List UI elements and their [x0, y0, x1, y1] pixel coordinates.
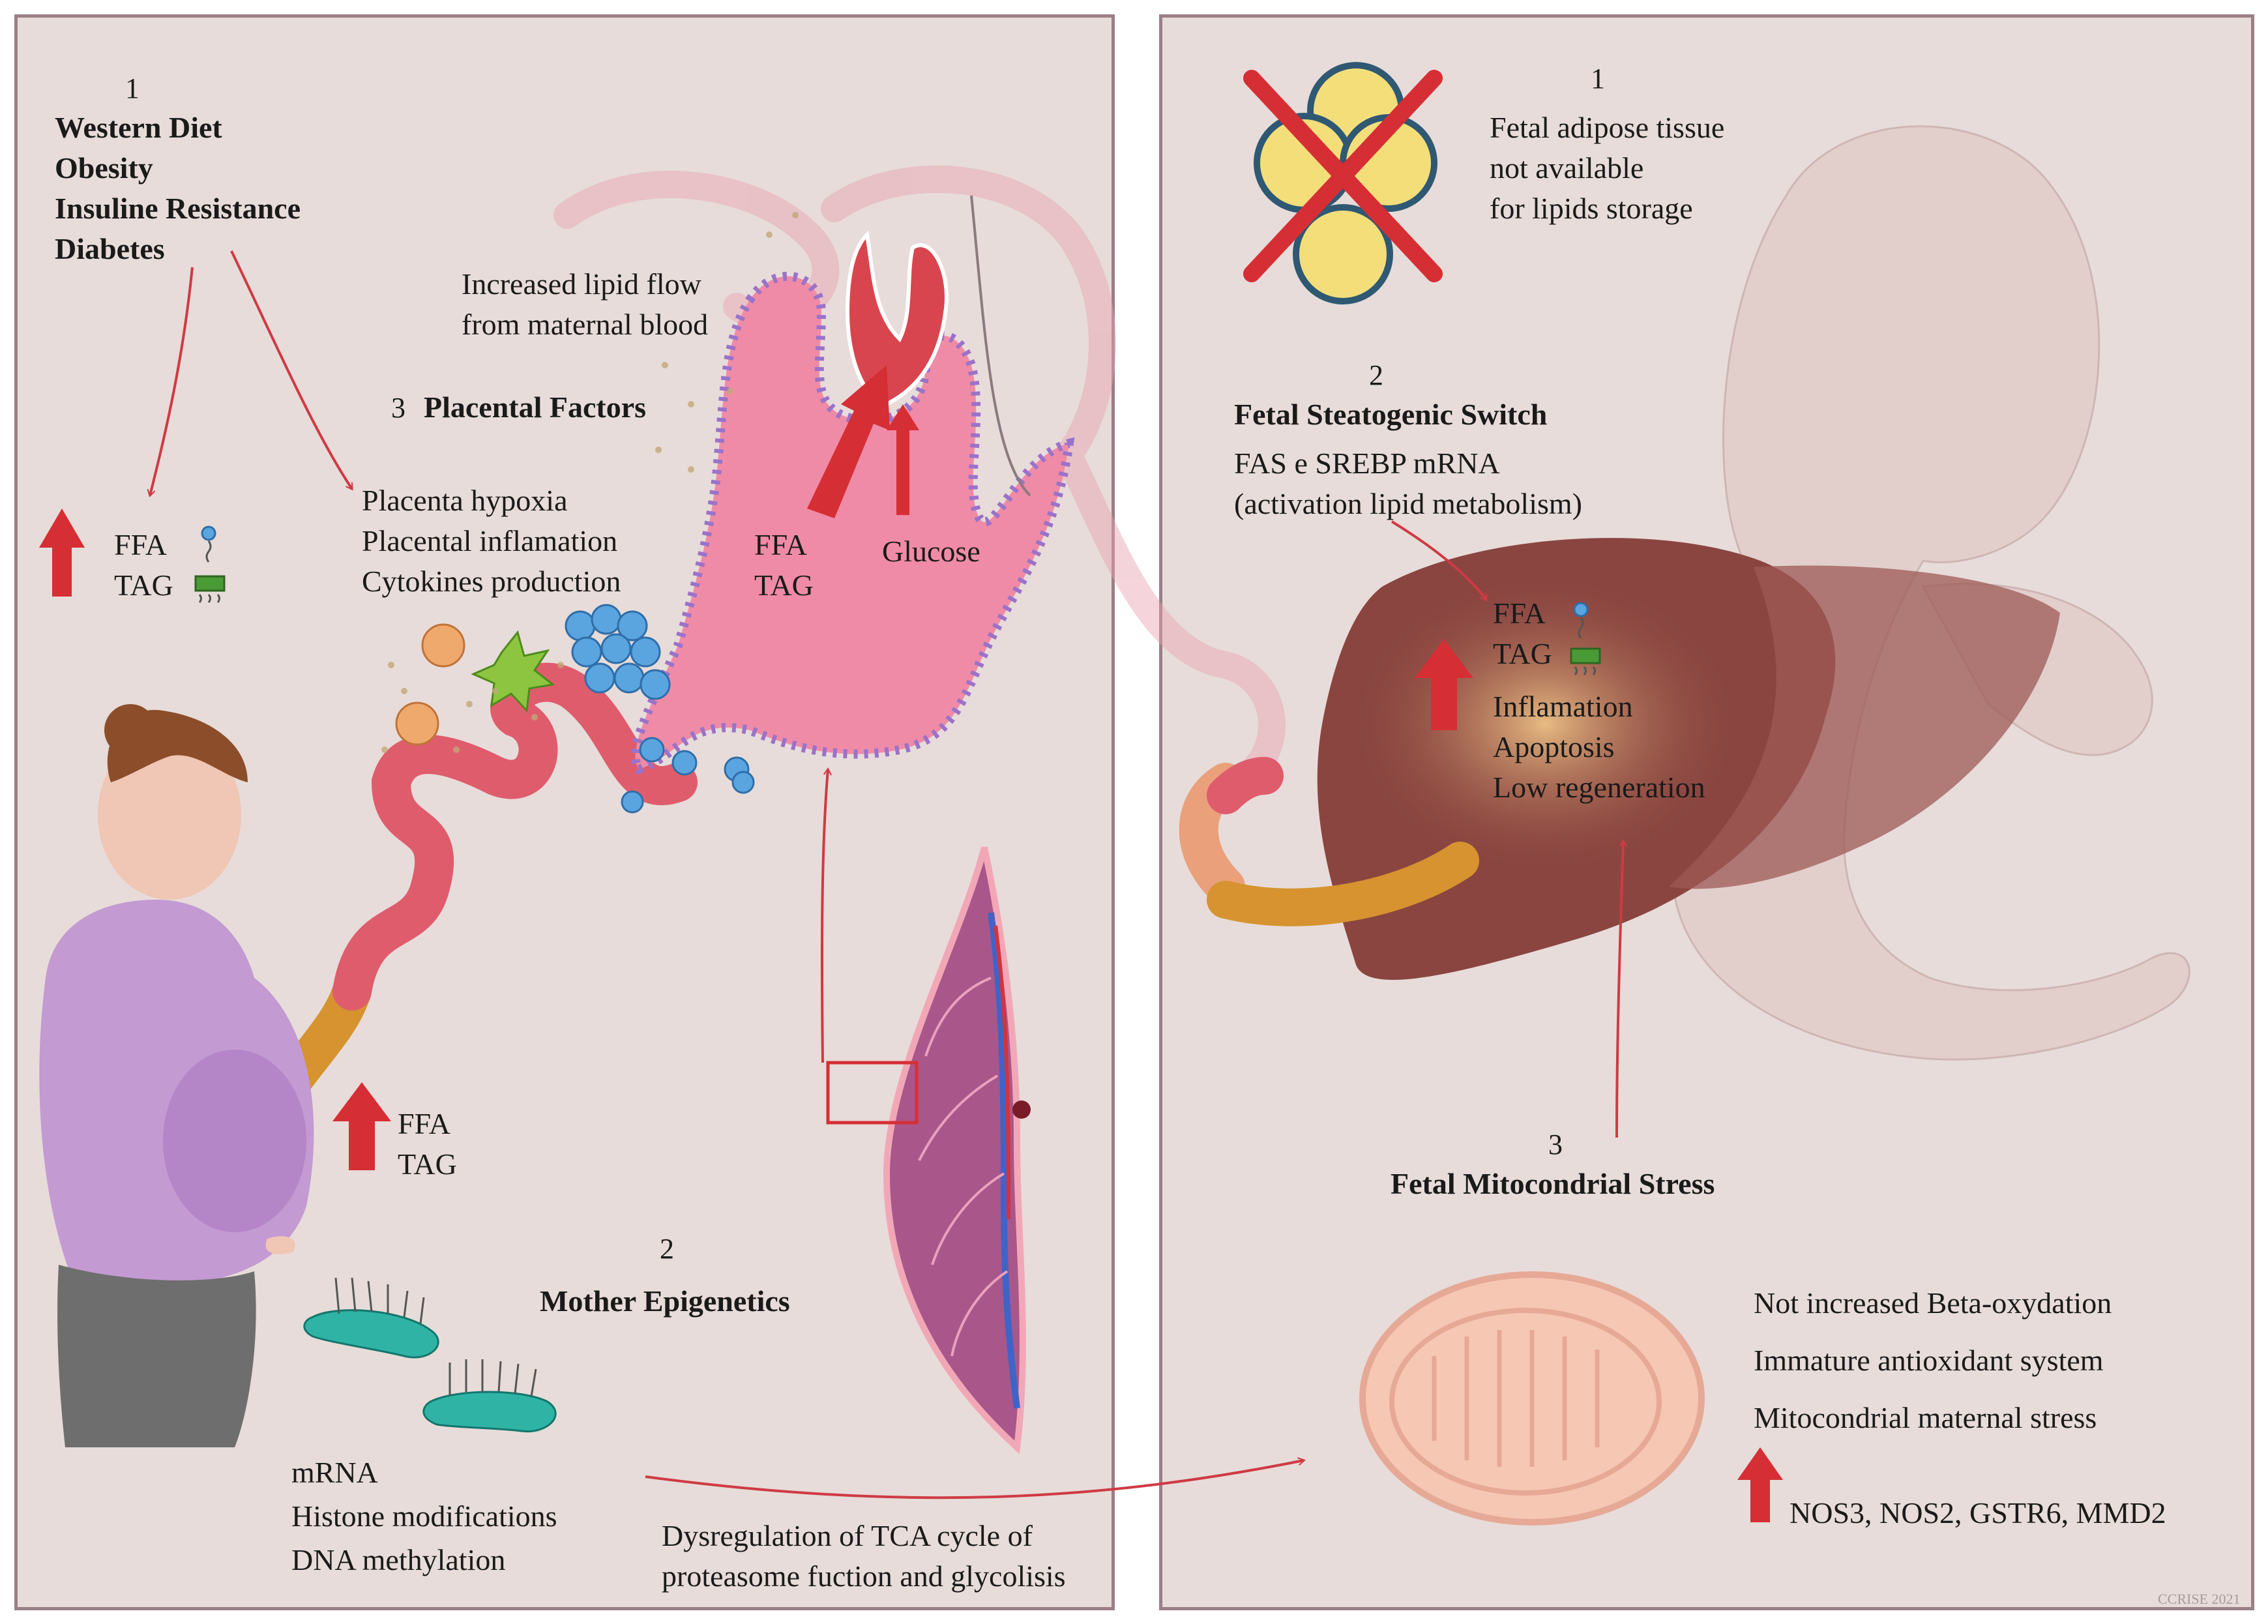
placental-factors-list: Placenta hypoxia Placental inflamation C… [362, 480, 621, 602]
adipose-line-1: Fetal adipose tissue [1490, 111, 1725, 144]
risk-factors-list: Western Diet Obesity Insuline Resistance… [55, 108, 301, 269]
adipose-line-2: not available [1490, 151, 1644, 185]
particle-dots [381, 212, 799, 753]
dysregulation-line-1: Dysregulation of TCA cycle of [662, 1519, 1033, 1552]
lipid-flow-line-2: from maternal blood [462, 308, 709, 341]
mito-stress-title: Fetal Mitocondrial Stress [1391, 1167, 1715, 1200]
risk-factor-insulin-resistance: Insuline Resistance [55, 192, 301, 225]
immune-cells [395, 623, 555, 746]
epigenetics-histone: Histone modifications [291, 1499, 557, 1533]
epigenetics-title: Mother Epigenetics [540, 1284, 790, 1318]
risk-factor-diabetes: Diabetes [55, 232, 165, 265]
adipose-line-3: for lipids storage [1490, 192, 1693, 225]
maternal-ffa-label: FFA [114, 528, 167, 561]
antioxidant-system: Immature antioxidant system [1754, 1344, 2104, 1377]
steatogenic-list: FAS e SREBP mRNA (activation lipid metab… [1234, 443, 1582, 524]
adipose-cells [1243, 62, 1443, 304]
glucose-label: Glucose [882, 535, 980, 568]
maternal-tag-label: TAG [114, 568, 173, 602]
epigenetics-number: 2 [660, 1233, 674, 1265]
gene-list: NOS3, NOS2, GSTR6, MMD2 [1789, 1496, 2166, 1529]
cord-tag-label: TAG [398, 1147, 457, 1181]
liver-inflammation: Inflamation [1493, 690, 1633, 723]
villus-lipids: FFA TAG [754, 525, 814, 606]
mito-stress-number: 3 [1548, 1129, 1563, 1160]
liver-apoptosis: Apoptosis [1493, 730, 1615, 763]
steatogenic-number: 2 [1369, 359, 1383, 391]
epigenetics-mrna: mRNA [291, 1456, 378, 1489]
increase-arrows [39, 365, 1783, 1522]
activation-lipid-metabolism: (activation lipid metabolism) [1234, 487, 1582, 520]
lipid-icons [194, 525, 1601, 675]
credit-text: CCRISE 2021 [2158, 1591, 2241, 1607]
risk-factor-obesity: Obesity [55, 151, 153, 185]
liver-effects-list: Inflamation Apoptosis Low regeneration [1493, 687, 1705, 808]
maternal-lipids: FFA TAG [114, 525, 173, 606]
lipid-flow-line-1: Increased lipid flow [462, 267, 701, 301]
beta-oxidation: Not increased Beta-oxydation [1754, 1286, 2112, 1320]
epigenetics-list: mRNA Histone modifications DNA methylati… [291, 1451, 557, 1582]
liver-low-regeneration: Low regeneration [1493, 771, 1705, 804]
mitochondrial-maternal-stress: Mitocondrial maternal stress [1754, 1401, 2097, 1434]
mrna-strands [303, 1309, 557, 1433]
liver-lipids: FFA TAG [1493, 593, 1552, 674]
adipose-caption: Fetal adipose tissue not available for l… [1490, 108, 1724, 229]
dysregulation-caption: Dysregulation of TCA cycle of proteasome… [662, 1516, 1066, 1597]
mitochondrion [1359, 1271, 1705, 1526]
villus-ffa-label: FFA [754, 528, 807, 561]
placental-factors-title: Placental Factors [424, 391, 647, 424]
pregnant-woman [39, 704, 314, 1447]
risk-factors-number: 1 [125, 72, 140, 104]
risk-factor-western-diet: Western Diet [55, 111, 222, 144]
liver-ffa-label: FFA [1493, 597, 1546, 630]
cord-lipids: FFA TAG [398, 1104, 457, 1185]
lipid-flow-caption: Increased lipid flow from maternal blood [462, 264, 708, 345]
cell-cluster [565, 604, 755, 814]
mrna-tails [334, 1277, 537, 1397]
fas-srebp-mrna: FAS e SREBP mRNA [1234, 447, 1500, 480]
villus-tag-label: TAG [754, 568, 814, 602]
cord-ffa-label: FFA [398, 1107, 450, 1140]
connector-arrows [150, 250, 1623, 1499]
adipose-number: 1 [1591, 63, 1605, 95]
placenta-hypoxia: Placenta hypoxia [362, 484, 568, 517]
mito-effects-list: Not increased Beta-oxydation Immature an… [1754, 1275, 2112, 1447]
placental-inflammation: Placental inflamation [362, 524, 618, 557]
placental-factors-number: 3 [391, 392, 405, 424]
liver-tag-label: TAG [1493, 637, 1552, 670]
epigenetics-dna-methylation: DNA methylation [291, 1543, 506, 1576]
cytokines-production: Cytokines production [362, 565, 621, 598]
umbilical-cord-maternal [254, 662, 698, 1128]
dysregulation-line-2: proteasome fuction and glycolisis [662, 1559, 1066, 1593]
steatogenic-title: Fetal Steatogenic Switch [1234, 398, 1548, 431]
umbilical-cord-fetal [1179, 757, 1479, 926]
placenta-cross-section [826, 846, 1031, 1454]
